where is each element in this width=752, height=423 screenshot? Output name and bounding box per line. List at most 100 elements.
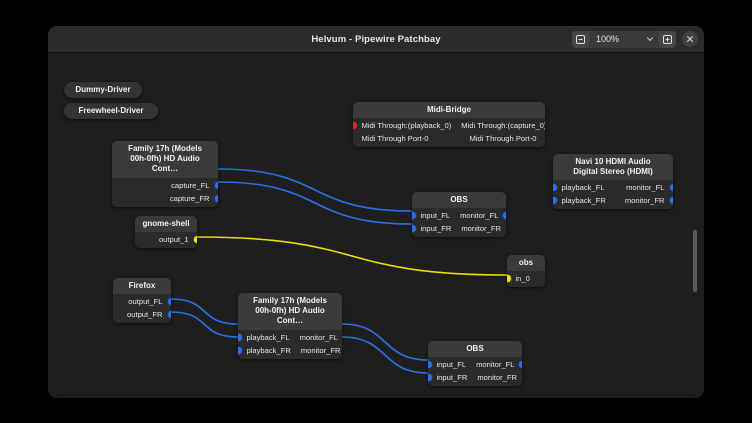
link-path[interactable]: [170, 311, 239, 338]
output-port[interactable]: monitor_FR: [459, 224, 506, 233]
output-port[interactable]: monitor_FL: [298, 333, 342, 342]
port-dot-icon[interactable]: [167, 311, 171, 319]
port-dot-icon[interactable]: [238, 333, 242, 341]
input-port[interactable]: Midi Through Port-0: [353, 134, 430, 143]
link-path[interactable]: [217, 168, 413, 212]
port-dot-icon[interactable]: [214, 194, 218, 202]
link-path[interactable]: [196, 236, 508, 276]
node-title: OBS: [428, 341, 522, 358]
port-label: playback_FL: [246, 332, 290, 342]
title-bar[interactable]: Helvum - Pipewire Patchbay 100%: [48, 26, 704, 53]
port-dot-icon[interactable]: [669, 184, 673, 192]
input-port[interactable]: playback_FR: [553, 196, 608, 205]
input-port[interactable]: input_FL: [412, 211, 452, 220]
port-label: input_FR: [420, 224, 452, 234]
port-row: capture_FR: [112, 192, 218, 205]
node-ports: capture_FL capture_FR: [112, 177, 218, 207]
node-title: Family 17h (Models 00h-0fh) HD Audio Con…: [238, 293, 342, 330]
node-firefox[interactable]: Firefox output_FL output_FR: [113, 278, 171, 324]
zoom-out-button[interactable]: [572, 30, 589, 48]
zoom-level-dropdown[interactable]: 100%: [589, 30, 659, 48]
node-navi10-hdmi[interactable]: Navi 10 HDMI Audio Digital Stereo (HDMI)…: [553, 154, 673, 210]
node-title: Family 17h (Models 00h-0fh) HD Audio Con…: [112, 141, 218, 178]
input-port[interactable]: in_0: [507, 274, 532, 283]
input-port[interactable]: input_FL: [428, 360, 468, 369]
output-port[interactable]: monitor_FR: [475, 373, 522, 382]
output-port[interactable]: monitor_FR: [299, 346, 342, 355]
close-icon: [687, 36, 693, 42]
port-dot-icon[interactable]: [353, 122, 357, 130]
node-title: Firefox: [113, 278, 171, 295]
output-port[interactable]: output_FR: [125, 310, 171, 319]
window-controls: 100%: [572, 26, 698, 52]
node-ports: output_FL output_FR: [113, 294, 171, 324]
node-title: OBS: [412, 192, 506, 209]
input-port[interactable]: playback_FR: [238, 346, 293, 355]
node-obs-top[interactable]: OBS input_FL monitor_FL input_FR monitor_FR: [412, 192, 506, 238]
port-label: monitor_FR: [477, 373, 517, 383]
link-path[interactable]: [341, 323, 429, 361]
node-ports: playback_FL monitor_FL playback_FR monitor_…: [553, 180, 673, 210]
node-family17h-capture[interactable]: Family 17h (Models 00h-0fh) HD Audio Con…: [112, 141, 218, 207]
port-label: input_FR: [436, 373, 468, 383]
input-port[interactable]: playback_FL: [553, 183, 607, 192]
node-ports: in_0: [507, 271, 545, 288]
node-dummy-driver[interactable]: Dummy-Driver: [64, 82, 142, 99]
vertical-scrollbar[interactable]: [693, 230, 697, 292]
node-ports: input_FL monitor_FL input_FR monitor_FR: [428, 357, 522, 387]
port-dot-icon[interactable]: [412, 225, 416, 233]
output-port[interactable]: output_FL: [126, 297, 171, 306]
node-title: Navi 10 HDMI Audio Digital Stereo (HDMI): [553, 154, 673, 181]
input-port[interactable]: input_FR: [412, 224, 453, 233]
port-dot-icon[interactable]: [669, 197, 673, 205]
port-label: output_FL: [128, 297, 163, 307]
link-path[interactable]: [170, 298, 239, 325]
output-port[interactable]: monitor_FL: [474, 360, 522, 369]
node-obs-bottom[interactable]: OBS input_FL monitor_FL input_FR monitor_FR: [428, 341, 522, 387]
output-port[interactable]: monitor_FR: [623, 196, 673, 205]
zoom-in-button[interactable]: [659, 30, 676, 48]
output-port[interactable]: capture_FL: [169, 181, 218, 190]
input-port[interactable]: playback_FL: [238, 333, 292, 342]
port-dot-icon[interactable]: [412, 212, 416, 220]
port-row: playback_FR monitor_FR: [238, 344, 342, 357]
port-dot-icon[interactable]: [214, 181, 218, 189]
link-path[interactable]: [341, 336, 429, 374]
node-freewheel-driver[interactable]: Freewheel-Driver: [64, 103, 158, 120]
output-port[interactable]: capture_FR: [168, 194, 218, 203]
port-row: input_FL monitor_FL: [428, 358, 522, 371]
input-port[interactable]: input_FR: [428, 373, 469, 382]
port-dot-icon[interactable]: [238, 346, 242, 354]
port-dot-icon[interactable]: [503, 212, 506, 220]
port-label: Midi Through:(playback_0): [361, 121, 452, 131]
port-row: input_FR monitor_FR: [412, 222, 506, 235]
port-row: capture_FL: [112, 179, 218, 192]
link-path[interactable]: [217, 181, 413, 225]
port-dot-icon[interactable]: [428, 361, 432, 369]
port-dot-icon[interactable]: [507, 275, 511, 283]
output-port[interactable]: monitor_FL: [624, 183, 673, 192]
port-dot-icon[interactable]: [553, 184, 557, 192]
port-label: monitor_FL: [460, 211, 499, 221]
port-dot-icon[interactable]: [167, 298, 171, 306]
close-button[interactable]: [682, 31, 698, 47]
zoom-control-group: 100%: [572, 30, 676, 48]
port-row: in_0: [507, 272, 545, 285]
port-row: output_FL: [113, 295, 171, 308]
output-port[interactable]: Midi Through Port-0: [468, 134, 545, 143]
port-label: monitor_FL: [299, 332, 338, 342]
port-dot-icon[interactable]: [519, 361, 522, 369]
port-label: capture_FL: [171, 180, 210, 190]
output-port[interactable]: monitor_FL: [458, 211, 506, 220]
output-port[interactable]: Midi Through:(capture_0): [459, 121, 545, 130]
port-dot-icon[interactable]: [193, 236, 197, 244]
port-dot-icon[interactable]: [428, 374, 432, 382]
input-port[interactable]: Midi Through:(playback_0): [353, 121, 453, 130]
port-dot-icon[interactable]: [553, 197, 557, 205]
output-port[interactable]: output_1: [157, 235, 197, 244]
node-family17h-playback[interactable]: Family 17h (Models 00h-0fh) HD Audio Con…: [238, 293, 342, 359]
